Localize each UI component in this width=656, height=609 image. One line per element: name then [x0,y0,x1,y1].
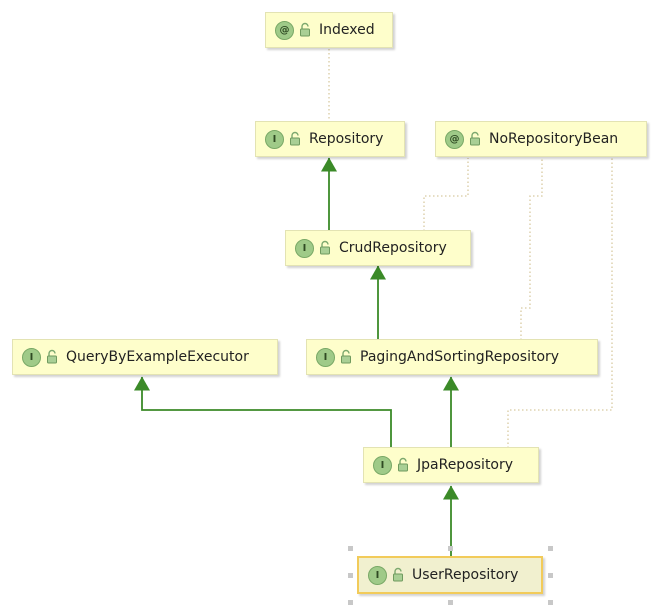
lock-icon [287,131,303,147]
node-label: PagingAndSortingRepository [360,349,560,365]
node-userrepository[interactable]: I UserRepository [357,556,543,594]
lock-icon [297,22,313,38]
lock-icon [317,240,333,256]
resize-handle-e[interactable] [548,573,553,578]
interface-icon: I [373,455,392,475]
node-label: Repository [309,131,384,147]
node-jparepository[interactable]: I JpaRepository [363,447,539,483]
interface-icon: I [368,565,387,585]
edge-jparepository-querybyexampleexecutor [134,376,392,448]
node-label: CrudRepository [339,240,447,256]
node-querybyexampleexecutor[interactable]: I QueryByExampleExecutor [12,339,278,375]
lock-icon [395,457,411,473]
resize-handle-nw[interactable] [348,546,353,551]
node-repository[interactable]: I Repository [255,121,405,157]
node-label: JpaRepository [417,457,514,473]
node-label: QueryByExampleExecutor [66,349,249,365]
resize-handle-w[interactable] [348,573,353,578]
resize-handle-n[interactable] [448,546,453,551]
resize-handle-s[interactable] [448,600,453,605]
resize-handle-sw[interactable] [348,600,353,605]
node-label: NoRepositoryBean [489,131,619,147]
edge-pagingandsortingrepository-norepositorybean [520,158,543,340]
resize-handle-ne[interactable] [548,546,553,551]
interface-icon: I [265,129,284,149]
node-crudrepository[interactable]: I CrudRepository [285,230,471,266]
interface-icon: I [22,347,41,367]
edge-crudrepository-norepositorybean [423,158,469,231]
annotation-icon: @ [445,129,464,149]
lock-icon [338,349,354,365]
resize-handle-se[interactable] [548,600,553,605]
node-norepositorybean[interactable]: @ NoRepositoryBean [435,121,647,157]
lock-icon [467,131,483,147]
lock-icon [390,567,406,583]
node-label: Indexed [319,22,375,38]
edge-jparepository-norepositorybean [507,158,613,448]
node-label: UserRepository [412,567,519,583]
node-indexed[interactable]: @ Indexed [265,12,393,48]
lock-icon [44,349,60,365]
node-pagingandsortingrepository[interactable]: I PagingAndSortingRepository [306,339,598,375]
annotation-icon: @ [275,20,294,40]
interface-icon: I [316,347,335,367]
interface-icon: I [295,238,314,258]
